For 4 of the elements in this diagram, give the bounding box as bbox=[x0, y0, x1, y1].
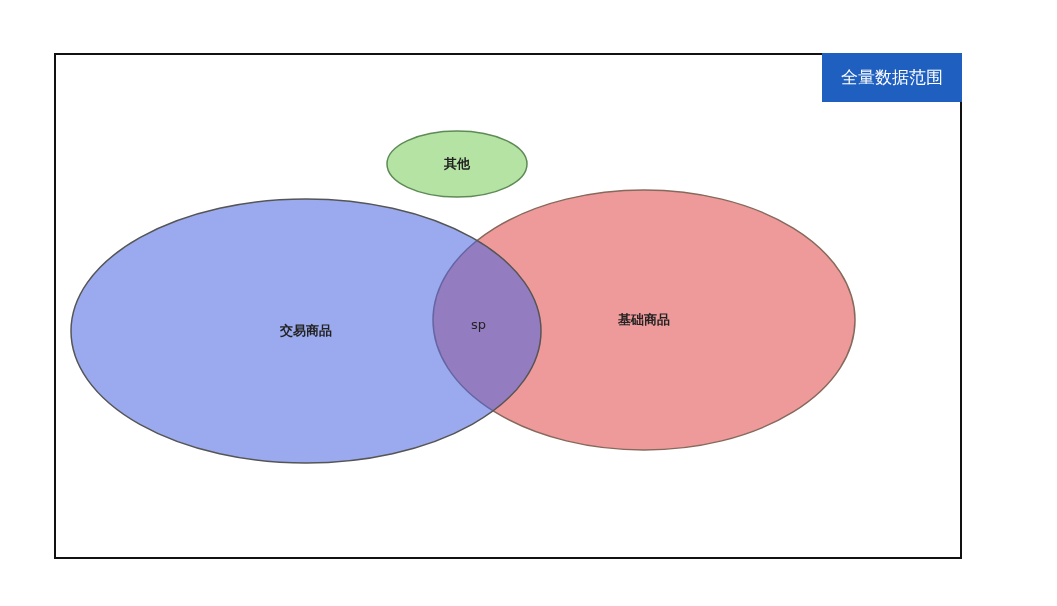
overlap-label: sp bbox=[471, 317, 487, 332]
scope-frame bbox=[54, 53, 962, 559]
set-ellipse: 其他 bbox=[386, 130, 528, 198]
scope-tag: 全量数据范围 bbox=[822, 53, 962, 102]
